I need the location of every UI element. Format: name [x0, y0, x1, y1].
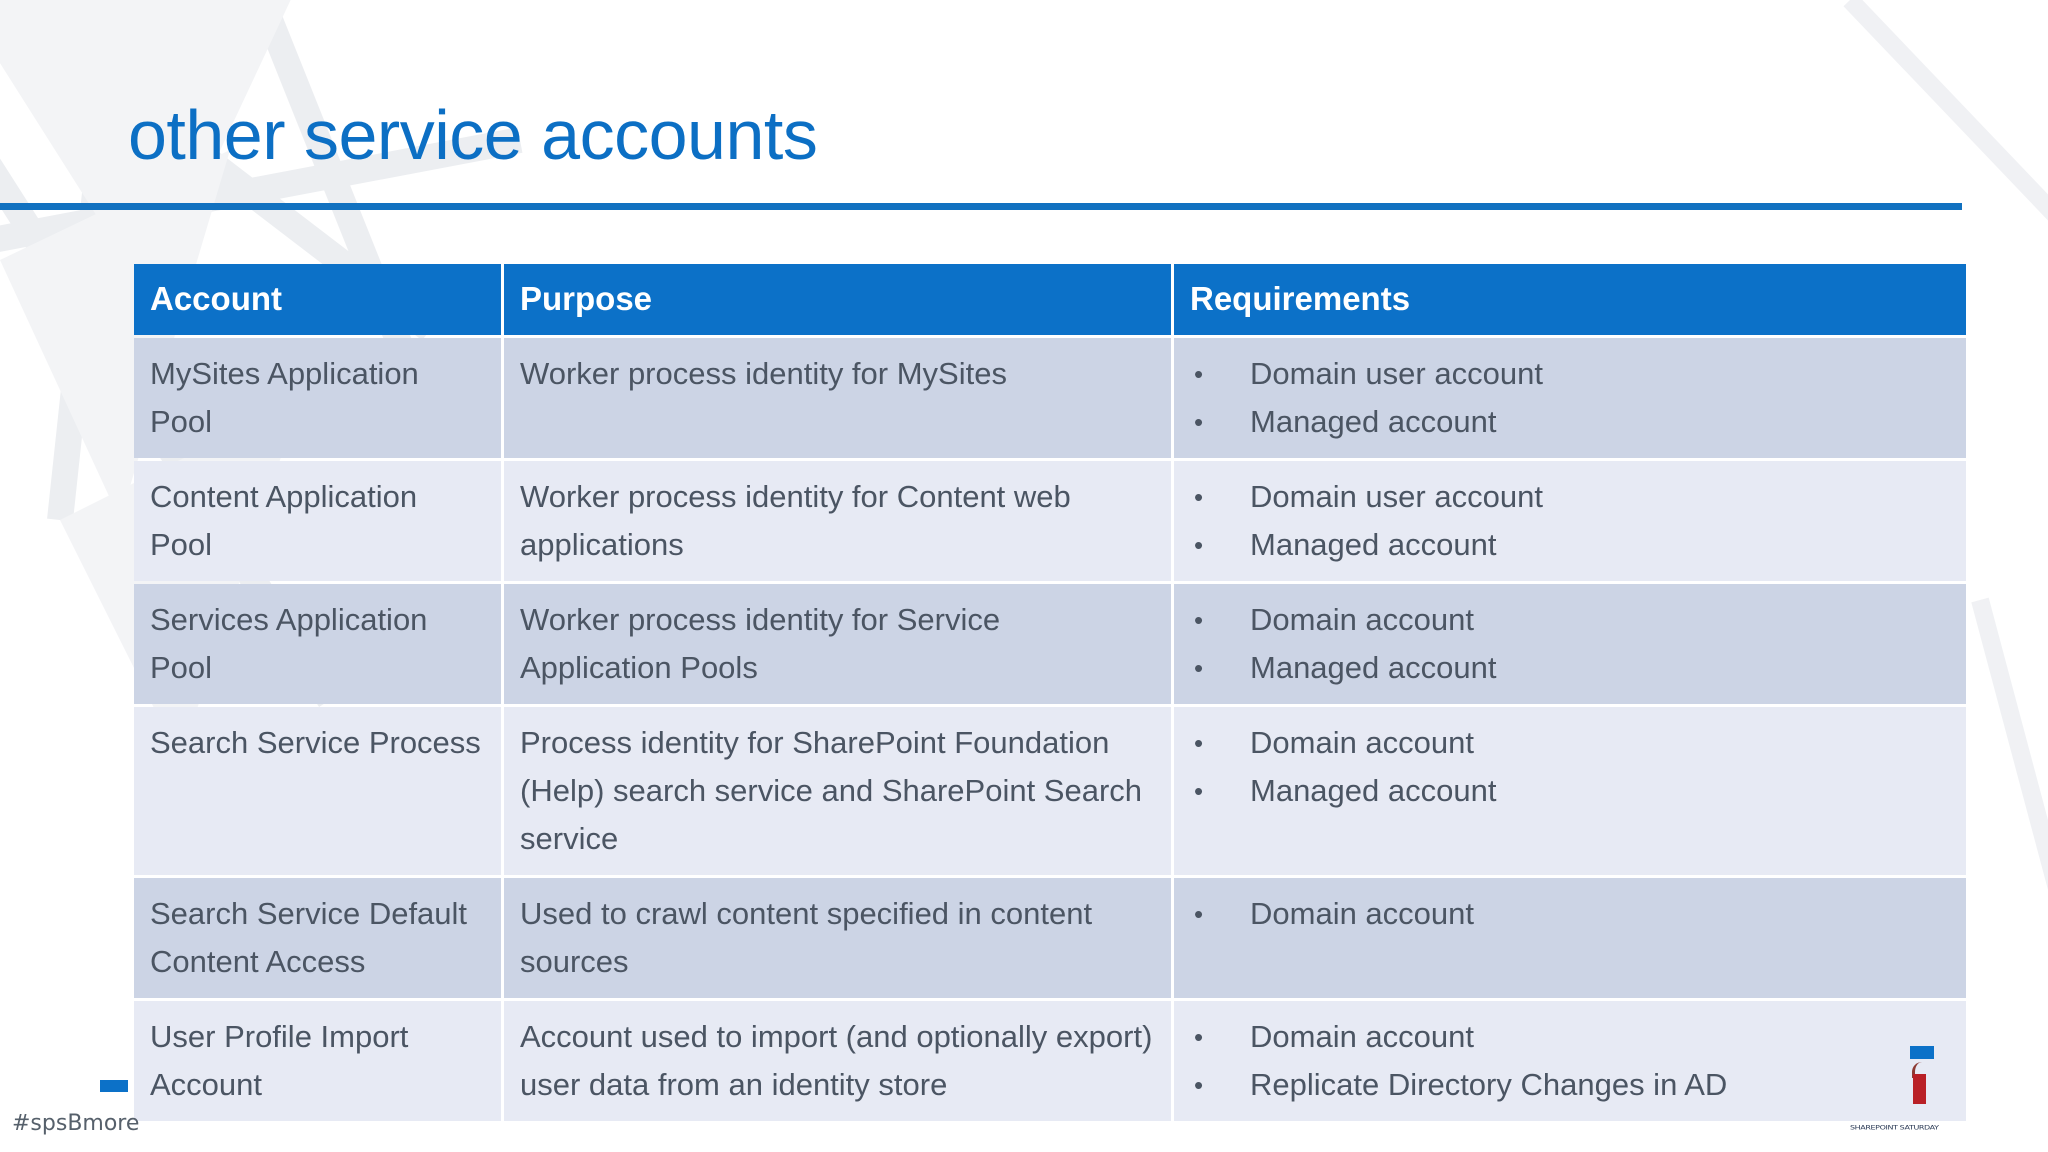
requirement-item: • Managed account	[1190, 767, 1952, 815]
bullet-icon: •	[1194, 605, 1204, 635]
bullet-icon: •	[1194, 1070, 1204, 1100]
requirement-label: Domain account	[1250, 725, 1475, 760]
cell-purpose: Worker process identity for Service Appl…	[504, 584, 1171, 704]
cell-purpose: Account used to import (and optionally e…	[504, 1001, 1171, 1121]
requirement-item: • Domain account	[1190, 1013, 1952, 1061]
requirements-list: • Domain user account • Managed account	[1190, 350, 1952, 446]
requirement-label: Domain user account	[1250, 356, 1543, 391]
requirements-list: • Domain user account • Managed account	[1190, 473, 1952, 569]
bullet-icon: •	[1194, 359, 1204, 389]
bullet-icon: •	[1194, 407, 1204, 437]
cell-account: Search Service Process	[134, 707, 501, 875]
bullet-icon: •	[1194, 776, 1204, 806]
column-header-requirements: Requirements	[1174, 264, 1966, 335]
logo-red-bar	[1913, 1074, 1926, 1104]
requirement-item: • Domain account	[1190, 890, 1952, 938]
title-divider	[0, 203, 1962, 210]
requirement-label: Domain account	[1250, 602, 1475, 637]
bullet-icon: •	[1194, 728, 1204, 758]
requirement-item: • Replicate Directory Changes in AD	[1190, 1061, 1952, 1109]
cell-requirements: • Domain user account • Managed account	[1174, 461, 1966, 581]
requirement-label: Managed account	[1250, 527, 1497, 562]
table-header-row: Account Purpose Requirements	[134, 264, 1966, 335]
sharepoint-saturday-logo: SHAREPOINT SATURDAY	[1850, 1046, 1994, 1132]
cell-account: MySites Application Pool	[134, 338, 501, 458]
requirement-label: Domain account	[1250, 896, 1475, 931]
requirement-label: Domain user account	[1250, 479, 1543, 514]
requirement-item: • Domain account	[1190, 719, 1952, 767]
requirement-item: • Managed account	[1190, 521, 1952, 569]
requirements-list: • Domain account	[1190, 890, 1952, 938]
requirement-item: • Domain user account	[1190, 473, 1952, 521]
cell-requirements: • Domain account • Managed account	[1174, 707, 1966, 875]
requirement-item: • Managed account	[1190, 398, 1952, 446]
requirement-label: Managed account	[1250, 650, 1497, 685]
cell-account: User Profile Import Account	[134, 1001, 501, 1121]
logo-blue-bar	[1910, 1046, 1934, 1059]
column-header-purpose: Purpose	[504, 264, 1171, 335]
bullet-icon: •	[1194, 899, 1204, 929]
cell-requirements: • Domain account • Replicate Directory Chan…	[1174, 1001, 1966, 1121]
cell-account: Content Application Pool	[134, 461, 501, 581]
requirement-label: Replicate Directory Changes in AD	[1250, 1067, 1728, 1102]
requirements-list: • Domain account • Replicate Directory Chan…	[1190, 1013, 1952, 1109]
requirement-label: Domain account	[1250, 1019, 1475, 1054]
column-header-account: Account	[134, 264, 501, 335]
cell-account: Services Application Pool	[134, 584, 501, 704]
requirement-label: Managed account	[1250, 404, 1497, 439]
requirements-list: • Domain account • Managed account	[1190, 596, 1952, 692]
footer-hashtag: #spsBmore	[12, 1111, 140, 1136]
logo-text: SHAREPOINT SATURDAY	[1850, 1123, 1939, 1132]
cell-purpose: Worker process identity for Content web …	[504, 461, 1171, 581]
bullet-icon: •	[1194, 530, 1204, 560]
requirement-item: • Domain account	[1190, 596, 1952, 644]
cell-account: Search Service Default Content Access	[134, 878, 501, 998]
page-title: other service accounts	[128, 96, 818, 174]
requirement-label: Managed account	[1250, 773, 1497, 808]
cell-purpose: Process identity for SharePoint Foundati…	[504, 707, 1171, 875]
service-accounts-table: Account Purpose Requirements MySites App…	[131, 261, 1969, 1124]
cell-requirements: • Domain user account • Managed account	[1174, 338, 1966, 458]
footer-accent-mark	[100, 1080, 128, 1092]
requirement-item: • Managed account	[1190, 644, 1952, 692]
cell-requirements: • Domain account • Managed account	[1174, 584, 1966, 704]
cell-requirements: • Domain account	[1174, 878, 1966, 998]
requirement-item: • Domain user account	[1190, 350, 1952, 398]
cell-purpose: Used to crawl content specified in conte…	[504, 878, 1171, 998]
bullet-icon: •	[1194, 653, 1204, 683]
bullet-icon: •	[1194, 482, 1204, 512]
logo-stem	[1912, 1062, 1928, 1078]
bullet-icon: •	[1194, 1022, 1204, 1052]
cell-purpose: Worker process identity for MySites	[504, 338, 1171, 458]
requirements-list: • Domain account • Managed account	[1190, 719, 1952, 815]
